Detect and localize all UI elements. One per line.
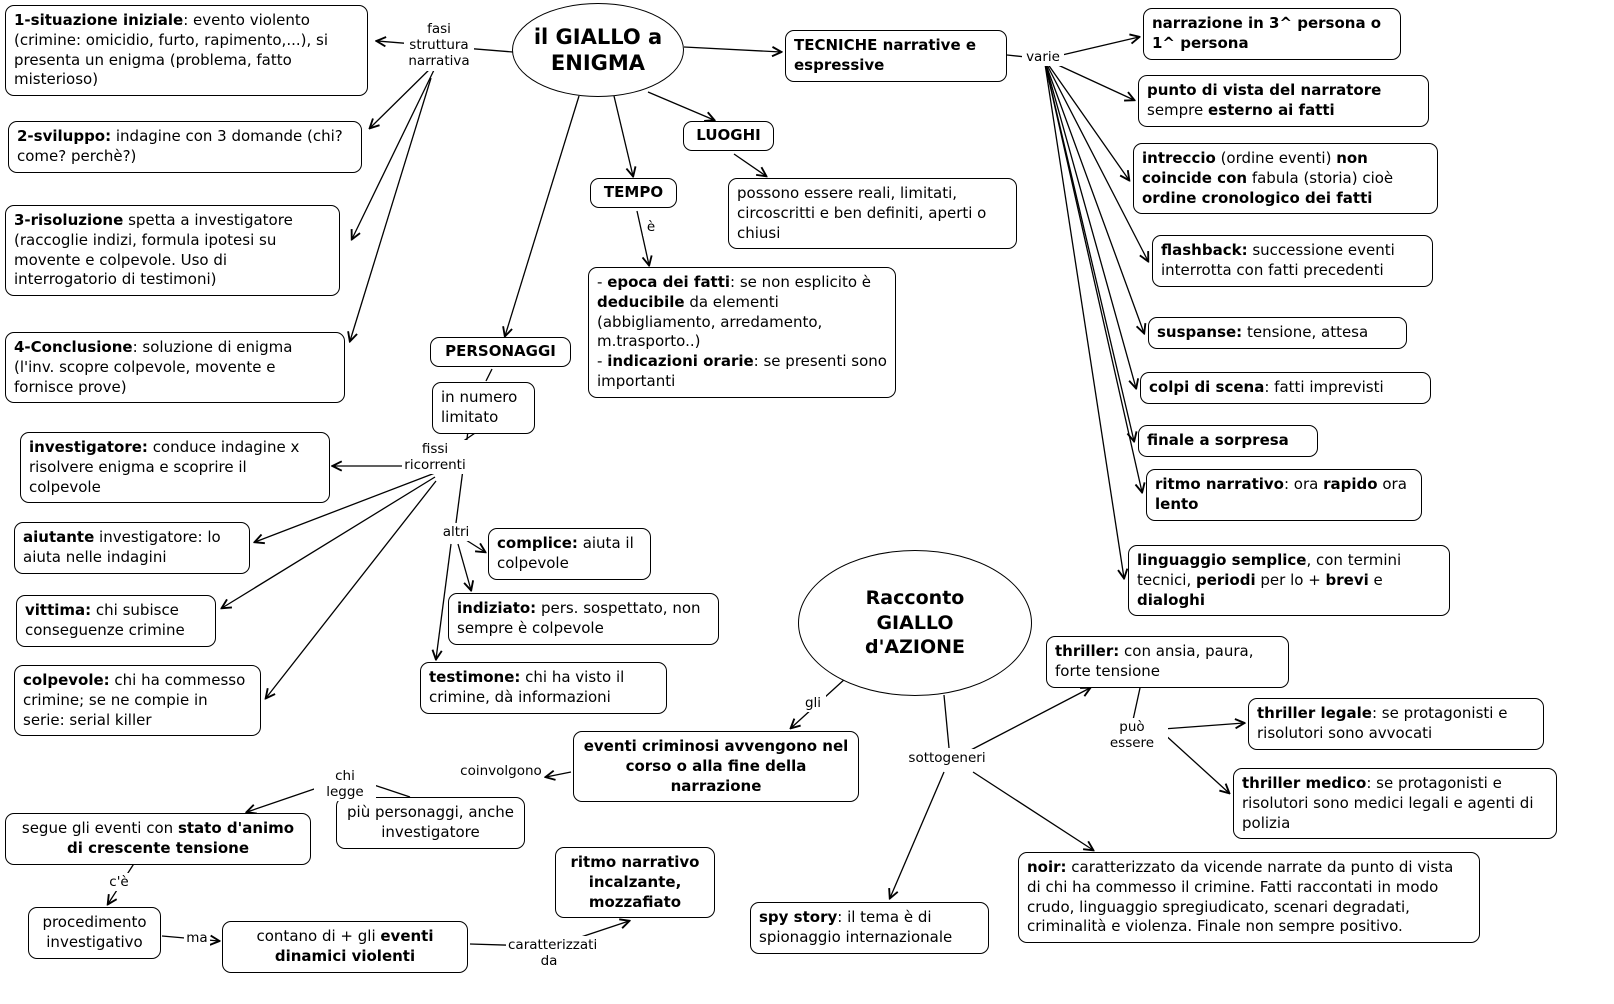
- connector: [1162, 723, 1244, 730]
- connector: [1132, 687, 1141, 721]
- node-thriller-legale: thriller legale: se protagonisti e risol…: [1248, 698, 1544, 750]
- connector: [373, 784, 411, 798]
- label-fasi-struttura-narrativa: fasi struttura narrativa: [404, 20, 474, 71]
- node-ritmo-incalzante: ritmo narrativo incalzante, mozzafiato: [555, 847, 715, 919]
- connector: [943, 694, 950, 749]
- node-linguaggio: linguaggio semplice, con termini tecnici…: [1128, 545, 1450, 617]
- connector: [255, 472, 436, 542]
- node-suspanse: suspanse: tensione, attesa: [1148, 317, 1407, 349]
- label-altri: altri: [438, 523, 474, 542]
- connector: [613, 95, 633, 176]
- connector: [647, 91, 714, 120]
- label-chi-legge: chi legge: [314, 767, 376, 802]
- label-varie: varie: [1022, 48, 1064, 67]
- node-colpi-di-scena: colpi di scena: fatti imprevisti: [1140, 372, 1431, 404]
- connector: [370, 61, 438, 128]
- label-gli: gli: [800, 694, 826, 713]
- node-vittima: vittima: chi subisce conseguenze crimine: [16, 595, 216, 647]
- node-tecniche: TECNICHE narrative e espressive: [785, 30, 1007, 82]
- connector: [352, 69, 435, 239]
- node-contano-eventi: contano di + gli eventi dinamici violent…: [222, 921, 468, 973]
- node-complice: complice: aiuta il colpevole: [488, 528, 651, 580]
- node-sviluppo: 2-sviluppo: indagine con 3 domande (chi?…: [8, 121, 362, 173]
- node-spy-story: spy story: il tema è di spionaggio inter…: [750, 902, 989, 954]
- node-noir: noir: caratterizzato da vicende narrate …: [1018, 852, 1480, 944]
- node-punto-di-vista: punto di vista del narratore sempre este…: [1138, 75, 1429, 127]
- node-piu-personaggi: più personaggi, anche investigatore: [336, 797, 525, 849]
- node-indiziato: indiziato: pers. sospettato, non sempre …: [448, 593, 719, 645]
- label-caratterizzati-da: caratterizzati da: [506, 936, 598, 971]
- label-coinvolgono: coinvolgono: [458, 762, 544, 781]
- node-testimone: testimone: chi ha visto il crimine, dà i…: [420, 662, 667, 714]
- connector: [1044, 62, 1142, 492]
- connector: [457, 543, 471, 590]
- node-eventi-criminosi: eventi criminosi avvengono nel corso o a…: [573, 731, 859, 803]
- label-puo-essere: può essere: [1096, 718, 1168, 753]
- label-ce: c'è: [104, 873, 134, 892]
- node-intreccio: intreccio (ordine eventi) non coincide c…: [1133, 143, 1438, 215]
- connector: [436, 543, 452, 659]
- node-finale-a-sorpresa: finale a sorpresa: [1138, 425, 1318, 457]
- node-thriller: thriller: con ansia, paura, forte tensio…: [1046, 636, 1289, 688]
- node-personaggi: PERSONAGGI: [430, 337, 571, 367]
- node-ritmo-narrativo: ritmo narrativo: ora rapido ora lento: [1146, 469, 1422, 521]
- connector: [683, 47, 781, 52]
- connector: [465, 539, 485, 552]
- connector: [1044, 59, 1129, 180]
- node-flashback: flashback: successione eventi interrotta…: [1152, 235, 1433, 287]
- node-luoghi-desc: possono essere reali, limitati, circoscr…: [728, 178, 1017, 250]
- node-colpevole: colpevole: chi ha commesso crimine; se n…: [14, 665, 261, 737]
- connector: [266, 480, 437, 698]
- label-ma: ma: [184, 929, 210, 948]
- connector-lines: [108, 37, 1244, 947]
- connector: [577, 921, 629, 939]
- connector: [972, 771, 1093, 850]
- node-narrazione-persona: narrazione in 3^ persona o 1^ persona: [1143, 8, 1401, 60]
- connector: [546, 772, 572, 777]
- connector: [350, 77, 432, 341]
- connector: [890, 771, 945, 898]
- node-risoluzione: 3-risoluzione spetta a investigatore (ra…: [5, 205, 340, 297]
- node-tempo-desc: - epoca dei fatti: se non esplicito è de…: [588, 267, 896, 398]
- node-tempo: TEMPO: [590, 178, 677, 208]
- node-in-numero-limitato: in numero limitato: [432, 382, 535, 434]
- connector: [505, 95, 580, 336]
- node-investigatore: investigatore: conduce indagine x risolv…: [20, 432, 330, 504]
- node-situazione-iniziale: 1-situazione iniziale: evento violento (…: [5, 5, 368, 97]
- connector: [222, 476, 436, 608]
- connector: [1044, 60, 1148, 261]
- node-giallo-enigma-ellipse: il GIALLO a ENIGMA: [512, 3, 684, 97]
- node-racconto-azione-ellipse: Racconto GIALLO d'AZIONE: [798, 550, 1032, 696]
- node-luoghi: LUOGHI: [683, 121, 774, 151]
- connector: [1044, 61, 1144, 333]
- connector: [247, 786, 321, 812]
- node-procedimento-investigativo: procedimento investigativo: [28, 907, 161, 959]
- label-e: è: [643, 218, 659, 237]
- connector: [485, 368, 493, 382]
- node-segue-eventi: segue gli eventi con stato d'animo di cr…: [5, 813, 311, 865]
- connector: [966, 688, 1090, 753]
- node-conclusione: 4-Conclusione: soluzione di enigma (l'in…: [5, 332, 345, 404]
- connector: [636, 210, 649, 265]
- connector: [733, 153, 766, 176]
- node-aiutante: aiutante investigatore: lo aiuta nelle i…: [14, 522, 250, 574]
- connector: [1162, 732, 1229, 793]
- connector: [1044, 63, 1124, 578]
- label-fissi-ricorrenti: fissi ricorrenti: [402, 440, 468, 475]
- node-thriller-medico: thriller medico: se protagonisti e risol…: [1233, 768, 1557, 840]
- label-sottogeneri: sottogeneri: [906, 749, 988, 768]
- connector: [1044, 61, 1136, 388]
